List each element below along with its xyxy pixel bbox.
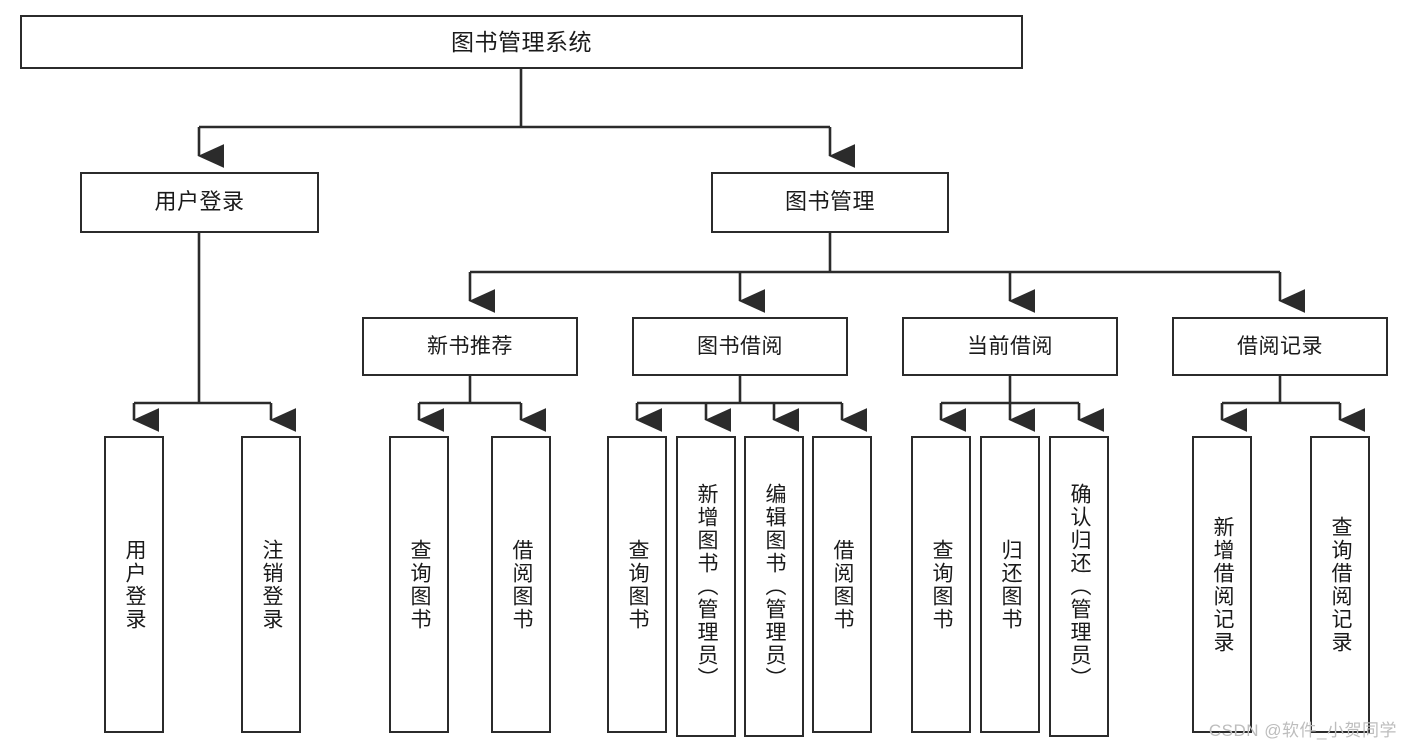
leaf-query-book-recommend[interactable]: 查询图书 — [389, 436, 449, 733]
edge-borrowrecord-to-leaves — [1220, 376, 1366, 432]
node-label: 新增借阅记录 — [1211, 515, 1235, 654]
leaf-return-book[interactable]: 归还图书 — [980, 436, 1040, 733]
leaf-query-book-borrow[interactable]: 查询图书 — [607, 436, 667, 733]
node-borrow-record[interactable]: 借阅记录 — [1172, 317, 1388, 376]
node-label: 借阅图书 — [510, 538, 534, 631]
node-label: 借阅图书 — [831, 538, 855, 631]
node-label: 确认归还（管理员） — [1068, 483, 1092, 690]
node-label: 查询借阅记录 — [1329, 515, 1353, 654]
node-new-book-recommend[interactable]: 新书推荐 — [362, 317, 578, 376]
node-label: 用户登录 — [123, 538, 147, 631]
edge-newbook-to-leaves — [417, 376, 547, 432]
edge-userlogin-to-leaves — [132, 233, 297, 432]
node-label: 图书借阅 — [697, 334, 783, 358]
edge-currentborrow-to-leaves — [939, 376, 1105, 432]
node-label: 查询图书 — [408, 538, 432, 631]
node-label: 编辑图书（管理员） — [763, 483, 787, 690]
leaf-query-book-current[interactable]: 查询图书 — [911, 436, 971, 733]
node-label: 查询图书 — [930, 538, 954, 631]
node-label: 借阅记录 — [1237, 334, 1323, 358]
node-book-management[interactable]: 图书管理 — [711, 172, 949, 233]
leaf-user-login[interactable]: 用户登录 — [104, 436, 164, 733]
edge-bookmgmt-to-level2 — [468, 233, 1306, 313]
node-label: 新书推荐 — [427, 334, 513, 358]
leaf-query-borrow-record[interactable]: 查询借阅记录 — [1310, 436, 1370, 733]
edge-bookborrow-to-leaves — [635, 376, 868, 432]
leaf-confirm-return-admin[interactable]: 确认归还（管理员） — [1049, 436, 1109, 737]
leaf-borrow-book[interactable]: 借阅图书 — [812, 436, 872, 733]
node-book-borrow[interactable]: 图书借阅 — [632, 317, 848, 376]
node-current-borrow[interactable]: 当前借阅 — [902, 317, 1118, 376]
node-label: 新增图书（管理员） — [695, 483, 719, 690]
node-user-login[interactable]: 用户登录 — [80, 172, 319, 233]
leaf-borrow-book-recommend[interactable]: 借阅图书 — [491, 436, 551, 733]
node-root-system[interactable]: 图书管理系统 — [20, 15, 1023, 69]
leaf-add-borrow-record[interactable]: 新增借阅记录 — [1192, 436, 1252, 733]
node-label: 注销登录 — [260, 538, 284, 631]
node-label: 归还图书 — [999, 538, 1023, 631]
leaf-edit-book-admin[interactable]: 编辑图书（管理员） — [744, 436, 804, 737]
leaf-logout[interactable]: 注销登录 — [241, 436, 301, 733]
node-label: 查询图书 — [626, 538, 650, 631]
node-label: 图书管理系统 — [451, 28, 592, 55]
csdn-watermark: CSDN @软件_小贺同学 — [1208, 721, 1397, 740]
node-label: 当前借阅 — [967, 334, 1053, 358]
edge-root-to-level1 — [197, 69, 856, 168]
node-label: 图书管理 — [784, 189, 875, 215]
node-label: 用户登录 — [154, 189, 245, 215]
leaf-add-book-admin[interactable]: 新增图书（管理员） — [676, 436, 736, 737]
